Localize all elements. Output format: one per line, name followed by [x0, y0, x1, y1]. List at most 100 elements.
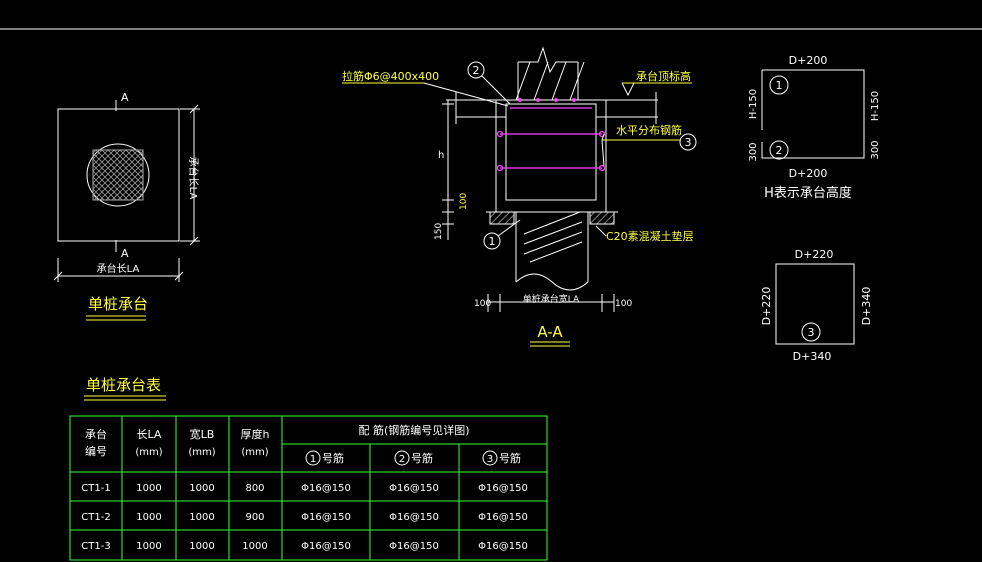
table-row: CT1-2 1000 1000 900 Φ16@150 Φ16@150 Φ16@… [81, 512, 528, 523]
detail-1-note: H表示承台高度 [764, 185, 852, 201]
cell-bar1: Φ16@150 [301, 541, 351, 552]
detail-marker-2: 2 [776, 144, 783, 157]
cell-lb: 1000 [189, 512, 214, 523]
cushion-leader [595, 225, 607, 237]
cap-top-level-label: 承台顶标高 [636, 69, 691, 83]
detail-1-right-upper: H-150 [870, 91, 881, 121]
cell-lb: 1000 [189, 483, 214, 494]
th-bar3-circle [482, 450, 498, 466]
pile-break-curve [515, 273, 589, 291]
th-bar1: 号筋 [322, 451, 344, 465]
cap-section-outline [505, 103, 597, 201]
section-marker-2-circle [467, 61, 485, 79]
detail-marker-2-circle [769, 140, 789, 160]
detail-2-right-dim: D+340 [860, 287, 873, 326]
plan-view: A A 承台长LA 承台长LA 单桩承台 [53, 91, 200, 321]
cushion-left [489, 211, 515, 225]
detail-1-top-dim: D+200 [789, 54, 828, 67]
section-mark-bottom: A [121, 247, 129, 260]
level-marker [621, 82, 635, 97]
plan-dim-tick-right [174, 271, 184, 281]
table-row: CT1-3 1000 1000 1000 Φ16@150 Φ16@150 Φ16… [81, 541, 528, 552]
cell-bar3: Φ16@150 [478, 483, 528, 494]
table-title: 单桩承台表 [86, 376, 161, 394]
cell-bar1: Φ16@150 [301, 512, 351, 523]
section-marker-1-circle [483, 232, 501, 250]
cushion-right [589, 211, 615, 225]
th-bar1-no: 1 [310, 454, 316, 465]
cell-la: 1000 [136, 512, 161, 523]
table-row: CT1-1 1000 1000 800 Φ16@150 Φ16@150 Φ16@… [81, 483, 528, 494]
plan-dim-tick-left [53, 271, 63, 281]
detail-1-right-lower: 300 [870, 140, 881, 159]
rebar-dot [572, 98, 576, 102]
cell-h: 1000 [242, 541, 267, 552]
plan-dim-tick-top [189, 104, 199, 114]
rebar-3-shape [775, 263, 855, 345]
column-break-line [518, 46, 578, 74]
plan-pile-hatch [92, 149, 144, 201]
section-title: A-A [537, 323, 563, 341]
section-dim-h: h [438, 150, 444, 161]
pile-anchor-bars [523, 211, 583, 263]
cell-bar2: Φ16@150 [389, 512, 439, 523]
detail-2-bottom-dim: D+340 [793, 350, 832, 363]
rebar-detail-2: D+220 D+340 D+220 D+340 3 [760, 248, 873, 363]
cell-id: CT1-1 [81, 483, 110, 494]
plan-dim-height-label: 承台长LA [187, 157, 200, 200]
section-marker-3-circle [679, 133, 697, 151]
tie-bar-label: 拉筋Φ6@400x400 [342, 69, 439, 83]
plan-dim-width-label: 承台长LA [97, 262, 140, 275]
detail-1-left-upper: H-150 [748, 89, 759, 119]
horizontal-bars-label: 水平分布钢筋 [616, 123, 682, 137]
th-id-2: 编号 [85, 444, 107, 458]
section-dim-150: 150 [434, 223, 444, 240]
rebar-dot [496, 130, 504, 138]
table-frame [69, 415, 548, 561]
marker-1-leader [497, 219, 521, 237]
rebar-dot [598, 164, 606, 172]
section-dim-bottom-label: 单桩承台宽LA [523, 293, 580, 305]
detail-marker-3-circle [801, 322, 821, 342]
section-marker-1: 1 [489, 235, 496, 248]
detail-marker-1-circle [769, 75, 789, 95]
section-dim-100-left: 100 [459, 193, 469, 210]
rebar-dot [598, 130, 606, 138]
cell-bar3: Φ16@150 [478, 541, 528, 552]
th-bar2-no: 2 [399, 454, 405, 465]
plan-dim-tick-bottom [189, 236, 199, 246]
section-marker-3: 3 [685, 136, 692, 149]
section-marker-2: 2 [473, 64, 480, 77]
cell-bar3: Φ16@150 [478, 512, 528, 523]
cell-id: CT1-3 [81, 541, 110, 552]
rebar-dot [536, 98, 540, 102]
cell-bar2: Φ16@150 [389, 541, 439, 552]
th-lb-1: 宽LB [190, 427, 215, 441]
detail-1-bottom-dim: D+200 [789, 167, 828, 180]
th-h-2: (mm) [241, 447, 268, 458]
rebar-1-2-shape [762, 69, 865, 159]
th-bar3-no: 3 [487, 454, 493, 465]
rebar-dot [496, 164, 504, 172]
tie-bar-leader-diag [423, 82, 509, 107]
cell-la: 1000 [136, 541, 161, 552]
th-la-2: (mm) [135, 447, 162, 458]
cell-id: CT1-2 [81, 512, 110, 523]
th-bar1-circle [305, 450, 321, 466]
detail-marker-1: 1 [776, 79, 783, 92]
plan-pile-circle [86, 143, 150, 207]
pile-cap-table: 单桩承台表 承台 编号 长LA (mm) 宽LB (mm) 厚度h (mm) 配… [69, 376, 548, 561]
section-dim-100-b: 100 [615, 299, 632, 309]
th-bar3: 号筋 [499, 451, 521, 465]
th-lb-2: (mm) [188, 447, 215, 458]
section-mark-top: A [121, 91, 129, 104]
rebar-detail-1: D+200 D+200 H-150 300 H-150 300 1 2 H表示承… [748, 54, 881, 201]
cell-lb: 1000 [189, 541, 214, 552]
cushion-label: C20素混凝土垫层 [606, 229, 694, 243]
plan-title: 单桩承台 [88, 295, 148, 313]
plan-cap-outline [57, 108, 180, 242]
rebar-dot [518, 98, 522, 102]
detail-1-left-lower: 300 [748, 142, 759, 161]
cell-h: 800 [245, 483, 264, 494]
